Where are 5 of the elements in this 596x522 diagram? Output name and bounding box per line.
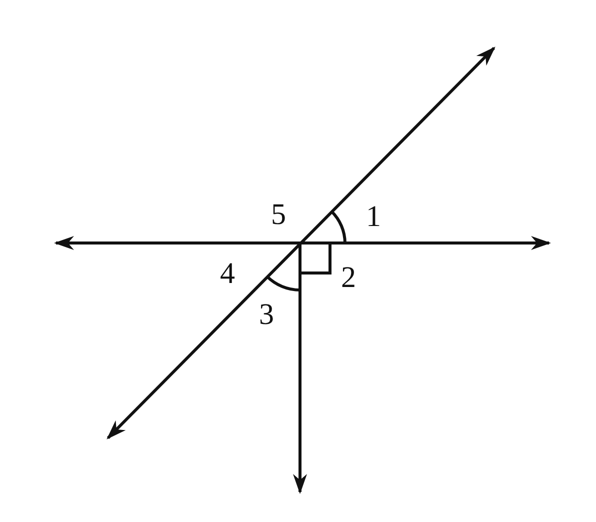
angle-number: 4 <box>220 259 235 289</box>
angle-number: 2 <box>341 263 356 293</box>
angle-number: 1 <box>366 202 381 232</box>
angle-number: 5 <box>271 200 286 230</box>
angle-number: 3 <box>259 300 274 330</box>
